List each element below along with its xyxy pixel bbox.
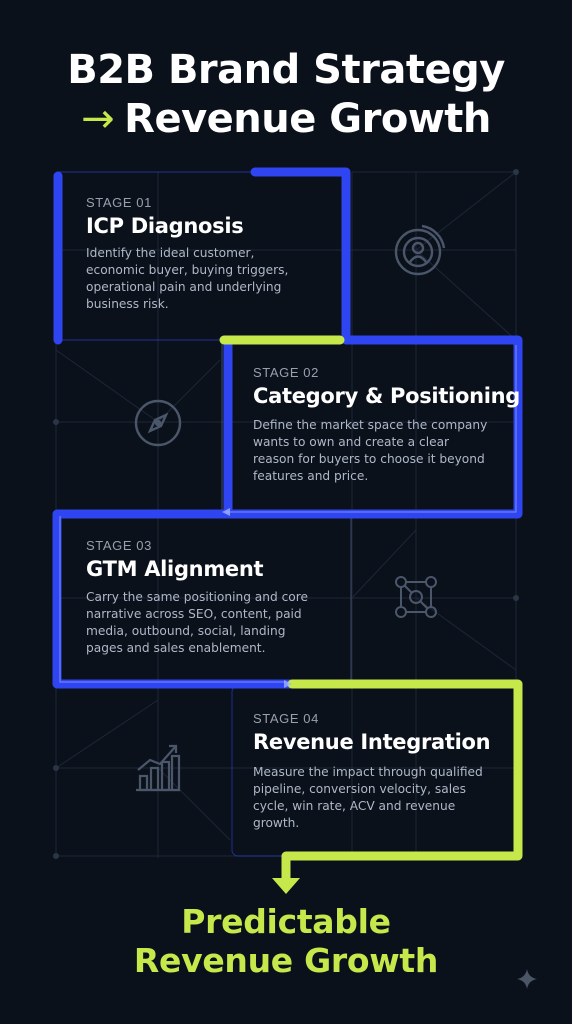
target-user-icon	[394, 224, 446, 276]
page-title-line-2: →Revenue Growth	[0, 95, 572, 143]
description-line: economic buyer, buying triggers,	[86, 263, 289, 277]
description-line: Define the market space the company	[253, 418, 488, 432]
stage-label: STAGE 04	[253, 711, 319, 726]
description-line: features and price.	[253, 469, 369, 483]
description-line: narrative across SEO, content, paid	[86, 607, 302, 621]
inner-highlight-lines	[59, 345, 517, 683]
stage-description: Measure the impact through qualified pip…	[253, 764, 511, 832]
flow-arrow-right-icon	[284, 680, 292, 688]
stage-title: GTM Alignment	[86, 557, 264, 581]
stage-title: Revenue Integration	[253, 730, 491, 754]
description-line: Measure the impact through qualified	[253, 765, 483, 779]
stage-title: Category & Positioning	[253, 384, 521, 408]
description-line: Carry the same positioning and core	[86, 590, 309, 604]
page-title-line-1: B2B Brand Strategy	[67, 47, 505, 93]
description-line: cycle, win rate, ACV and revenue	[253, 799, 456, 813]
description-line: growth.	[253, 816, 300, 830]
page-title-line-2-text: Revenue Growth	[124, 96, 491, 142]
flow-end-arrow-icon	[272, 878, 300, 894]
description-line: Identify the ideal customer,	[86, 246, 255, 260]
title-arrow-icon: →	[81, 96, 115, 142]
description-line: pages and sales enablement.	[86, 641, 266, 655]
stage-label: STAGE 03	[86, 538, 152, 553]
outcome-title-line-2: Revenue Growth	[133, 941, 439, 980]
lime-flow-path	[219, 335, 523, 887]
compass-icon	[134, 399, 182, 447]
sparkle-icon	[517, 969, 537, 989]
blue-flow-path	[52, 167, 523, 689]
outcome-title-line-1: Predictable	[181, 902, 391, 941]
flow-arrow-left-icon	[222, 508, 230, 516]
description-line: operational pain and underlying	[86, 280, 282, 294]
stage-description: Carry the same positioning and core narr…	[86, 589, 344, 657]
description-line: wants to own and create a clear	[253, 435, 450, 449]
stage-title: ICP Diagnosis	[86, 214, 244, 238]
description-line: business risk.	[86, 297, 169, 311]
stage-description: Identify the ideal customer, economic bu…	[86, 245, 336, 313]
stage-description: Define the market space the company want…	[253, 417, 511, 485]
network-nodes-icon	[395, 576, 437, 618]
stage-label: STAGE 02	[253, 365, 319, 380]
description-line: reason for buyers to choose it beyond	[253, 452, 485, 466]
stage-label: STAGE 01	[86, 195, 152, 210]
description-line: pipeline, conversion velocity, sales	[253, 782, 466, 796]
growth-chart-icon	[136, 744, 181, 792]
description-line: media, outbound, social, landing	[86, 624, 286, 638]
